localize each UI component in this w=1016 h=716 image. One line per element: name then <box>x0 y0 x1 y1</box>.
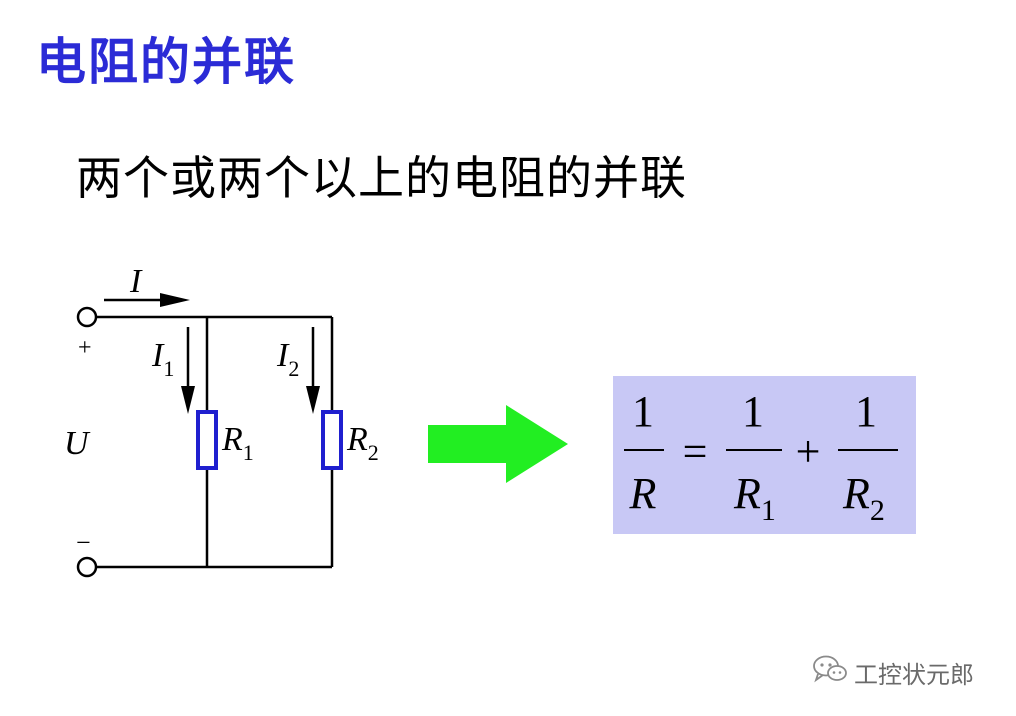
minus-sign: − <box>76 528 91 557</box>
resistor-r2 <box>321 410 343 470</box>
formula-term1-numerator: 1 <box>742 387 764 436</box>
page-title: 电阻的并联 <box>36 33 296 91</box>
voltage-label: U <box>64 425 91 462</box>
resistor-r2-label: R2 <box>346 421 379 465</box>
watermark-text: 工控状元郎 <box>854 660 974 689</box>
resistor-r1-label: R1 <box>221 421 254 465</box>
formula-lhs-denominator: R <box>629 469 657 518</box>
positive-terminal <box>76 306 98 328</box>
branch2-current-arrow-icon <box>306 327 320 414</box>
total-current-label: I <box>129 263 143 300</box>
formula-term2-denominator: R2 <box>842 469 885 527</box>
formula-equals: = <box>683 427 708 476</box>
page-subtitle: 两个或两个以上的电阻的并联 <box>76 151 687 205</box>
watermark: 工控状元郎 <box>812 654 974 690</box>
circuit-wires <box>96 315 334 569</box>
formula-term2-numerator: 1 <box>855 387 877 436</box>
formula-lhs-numerator: 1 <box>632 387 654 436</box>
branch2-current-label: I2 <box>276 337 299 381</box>
total-current-arrow-icon <box>104 293 190 307</box>
branch1-current-label: I1 <box>151 337 174 381</box>
formula-plus: + <box>796 427 821 476</box>
resistor-r1 <box>196 410 218 470</box>
negative-terminal <box>76 556 98 578</box>
branch1-current-arrow-icon <box>181 327 195 414</box>
formula-background <box>613 376 916 534</box>
plus-sign: + <box>78 335 92 361</box>
formula-box: 1 R = 1 R1 + 1 R2 <box>613 376 916 534</box>
wechat-icon <box>812 654 848 690</box>
formula-term1-denominator: R1 <box>733 469 776 527</box>
right-arrow-icon <box>428 405 568 483</box>
